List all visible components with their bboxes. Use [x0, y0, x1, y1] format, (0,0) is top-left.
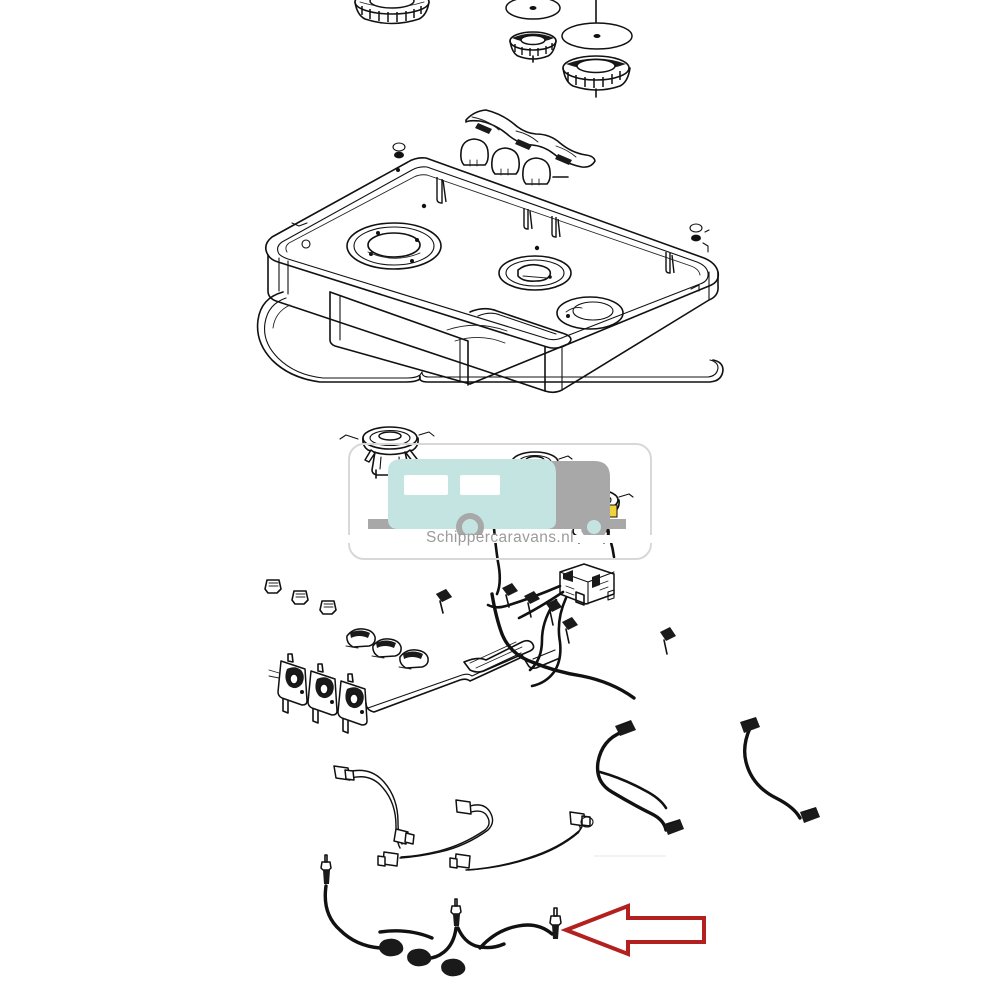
control-knob-1 [460, 138, 489, 167]
gas-pipe-long [333, 765, 415, 849]
burner-cap-large-right [562, 55, 631, 98]
arrow-outline [560, 903, 706, 957]
spade-terminal-d [546, 599, 562, 626]
burner-cap-small-mid [509, 31, 557, 63]
pan-support-trivet [465, 109, 596, 168]
valve-bracket-3 [398, 649, 429, 670]
valve-bracket-2 [371, 638, 402, 659]
burner-opening-middle [498, 255, 572, 291]
ignition-electrode-middle [407, 898, 506, 977]
union-nut-3 [319, 600, 337, 615]
burner-disc-large [561, 22, 633, 50]
burner-disc-small [505, 0, 561, 20]
hob-top-panel [264, 142, 720, 394]
burner-cap-large-left [354, 0, 430, 25]
control-knob-2 [491, 147, 520, 176]
valve-bracket-1 [345, 628, 376, 649]
ignition-electrode-left [320, 854, 404, 957]
ignition-electrode-right [478, 907, 562, 950]
caravan-logo-icon [348, 459, 652, 543]
gas-pipe-short [449, 811, 591, 871]
spade-terminal-c [524, 591, 540, 618]
union-nut-2 [291, 590, 309, 605]
thermocouple-cable-right [740, 717, 820, 823]
hob-sealing-gasket [256, 291, 724, 383]
gas-pipe-mid [377, 799, 494, 867]
burner-opening-left [346, 222, 442, 270]
ignition-connector-block [559, 563, 615, 606]
burner-opening-right [556, 296, 624, 330]
gas-valve-tap-3 [337, 673, 368, 734]
watermark: Schippercaravans.nl [348, 443, 652, 560]
gas-valve-tap-1 [268, 653, 308, 714]
control-knob-3 [522, 157, 569, 186]
gas-valve-tap-2 [307, 663, 338, 724]
red-callout-arrow [560, 903, 706, 957]
watermark-frame [348, 443, 652, 560]
thermocouple-cable-left [580, 720, 684, 835]
spade-terminal-f [562, 617, 578, 644]
union-nut-1 [264, 579, 282, 594]
spade-terminal-e [436, 589, 452, 602]
spade-terminal-g [660, 627, 676, 655]
watermark-text: Schippercaravans.nl [425, 529, 575, 546]
spade-terminal-b [502, 583, 518, 608]
